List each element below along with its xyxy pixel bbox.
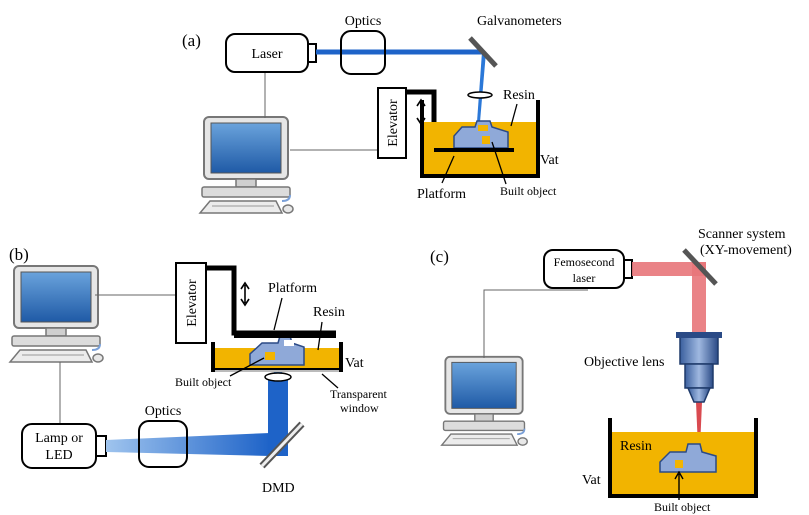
resin-b-label: Resin [313, 305, 345, 320]
built-object-a-hole [482, 136, 490, 144]
elevator-b-label: Elevator [185, 279, 200, 327]
updown-arrow-b [240, 281, 250, 307]
platform-b-arrow [273, 297, 283, 331]
lamp-label-1: Lamp or [35, 431, 83, 446]
panel-a: (a) Laser Optics Galvanometers Elevator [182, 14, 562, 214]
transparent-window-arrow [321, 373, 339, 389]
transparent-window-label-1: Transparent [330, 387, 388, 401]
platform-arm-b [206, 265, 336, 336]
optics-a-box [340, 30, 386, 75]
scanner-mirror [682, 248, 718, 286]
platform-a-arrow [441, 155, 455, 184]
built-object-c-hole [675, 460, 683, 468]
elevator-a-label: Elevator [386, 99, 401, 147]
dmd-label: DMD [262, 481, 295, 496]
platform-b-label: Platform [268, 281, 317, 296]
vat-a [420, 100, 540, 178]
lens-a [467, 91, 493, 99]
built-object-b-arrow [229, 357, 265, 377]
laser-label: Laser [251, 47, 282, 62]
vat-c-label: Vat [582, 473, 601, 488]
beam-a-down [477, 52, 486, 122]
optics-b-label: Optics [145, 404, 182, 419]
beam-c-horizontal [632, 262, 706, 276]
objective-lens-collar [676, 332, 722, 338]
scanner-label-2: (XY-movement) [700, 243, 792, 258]
objective-lens-body [679, 333, 719, 365]
computer-c-icon [440, 355, 529, 447]
panel-b: (b) Elevator Platform Resin Vat Built ob… [9, 245, 388, 496]
built-object-a [453, 120, 509, 149]
objective-lens-tip [686, 387, 712, 403]
panel-c: (c) Femosecond laser Scanner system (XY-… [430, 227, 792, 514]
computer-a-icon [199, 116, 294, 214]
beam-b-vertical [268, 380, 288, 456]
panel-a-tag: (a) [182, 31, 201, 50]
built-object-c [659, 443, 717, 473]
galvanometers-label: Galvanometers [477, 14, 562, 29]
built-object-c-arrow [674, 470, 684, 500]
vat-c [608, 418, 758, 498]
objective-lens-label: Objective lens [584, 355, 664, 370]
computer-b-icon [9, 265, 104, 363]
panel-b-tag: (b) [9, 245, 29, 264]
femtosecond-laser-label-2: laser [573, 271, 596, 285]
built-object-a-top-notch [478, 125, 488, 131]
panel-c-tag: (c) [430, 247, 449, 266]
built-object-c-label: Built object [654, 500, 711, 514]
built-object-b-hole [265, 352, 275, 360]
built-object-b-label: Built object [175, 375, 232, 389]
beam-c-vertical [692, 262, 706, 334]
built-object-b-notch [284, 340, 294, 346]
lamp-nozzle [95, 435, 107, 457]
vat-a-label: Vat [540, 153, 559, 168]
wire-c-laser [483, 289, 588, 358]
dmd-mirror-inner [260, 422, 304, 468]
elevator-b-box [175, 262, 207, 344]
galvanometer-mirror [468, 36, 498, 68]
lamp-label-2: LED [45, 448, 72, 463]
platform-a-label: Platform [417, 187, 466, 202]
resin-b-arrow [317, 321, 323, 351]
vat-b-label: Vat [345, 356, 364, 371]
femtosecond-laser-nozzle [623, 259, 633, 279]
transparent-window-label-2: window [340, 401, 379, 415]
laser-nozzle [307, 43, 317, 63]
optics-a-label: Optics [345, 14, 382, 29]
femtosecond-laser-label-1: Femosecond [554, 255, 615, 269]
optics-b-box [138, 420, 188, 468]
resin-a-arrow [510, 103, 518, 127]
built-object-a-label: Built object [500, 184, 557, 198]
objective-lens-mid [684, 363, 714, 389]
resin-c-label: Resin [620, 439, 652, 454]
scanner-label-1: Scanner system [698, 227, 786, 242]
built-object-a-arrow [491, 141, 507, 185]
lens-b [264, 372, 292, 382]
elevator-a-box [377, 87, 407, 159]
resin-a-label: Resin [503, 88, 535, 103]
